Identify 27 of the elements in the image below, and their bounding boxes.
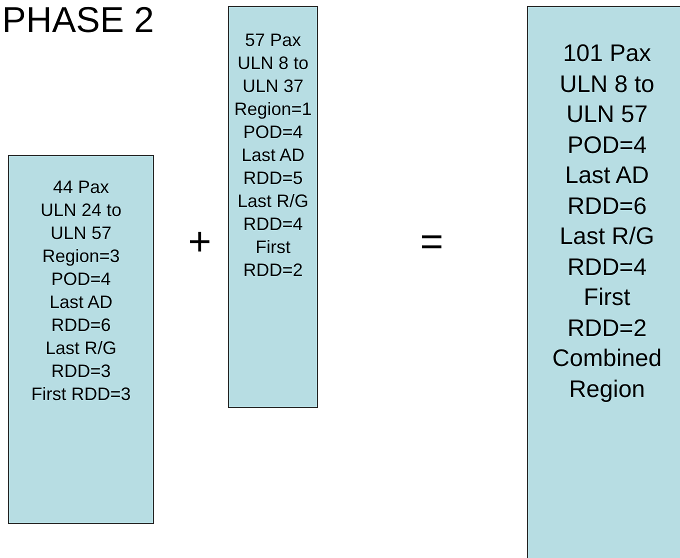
box-text: First RDD=3	[30, 383, 132, 406]
operator-sign: =	[420, 222, 444, 262]
box-text: Combined Region	[551, 344, 663, 404]
box-text: Last AD RDD=6	[564, 161, 650, 222]
box-text: Last AD RDD=5	[240, 144, 306, 190]
box-text: Last R/G RDD=4	[558, 222, 656, 282]
title: PHASE 2	[2, 0, 154, 40]
box-text: Last R/G RDD=4	[236, 190, 310, 236]
box-text: POD=4	[242, 121, 304, 144]
box-text: POD=4	[50, 268, 112, 291]
box-text: Region=1	[233, 98, 313, 121]
box-text: ULN 8 to ULN 37	[236, 52, 310, 98]
box-text: Region=3	[41, 245, 121, 268]
box-text: 57 Pax	[244, 29, 302, 52]
box-text: First RDD=2	[242, 236, 304, 282]
box-text: POD=4	[566, 130, 648, 160]
text-box	[8, 155, 154, 524]
box-text: First RDD=2	[566, 283, 648, 344]
box-text: ULN 8 to ULN 57	[558, 70, 656, 130]
box-text: Last R/G RDD=3	[44, 337, 118, 383]
box-text: 101 Pax	[562, 39, 652, 69]
text-box	[527, 6, 680, 558]
box-text: 44 Pax	[52, 176, 110, 199]
box-text: ULN 24 to ULN 57	[39, 199, 123, 245]
text-box	[228, 6, 318, 408]
operator-sign: +	[188, 222, 212, 262]
box-text: Last AD RDD=6	[48, 291, 114, 337]
